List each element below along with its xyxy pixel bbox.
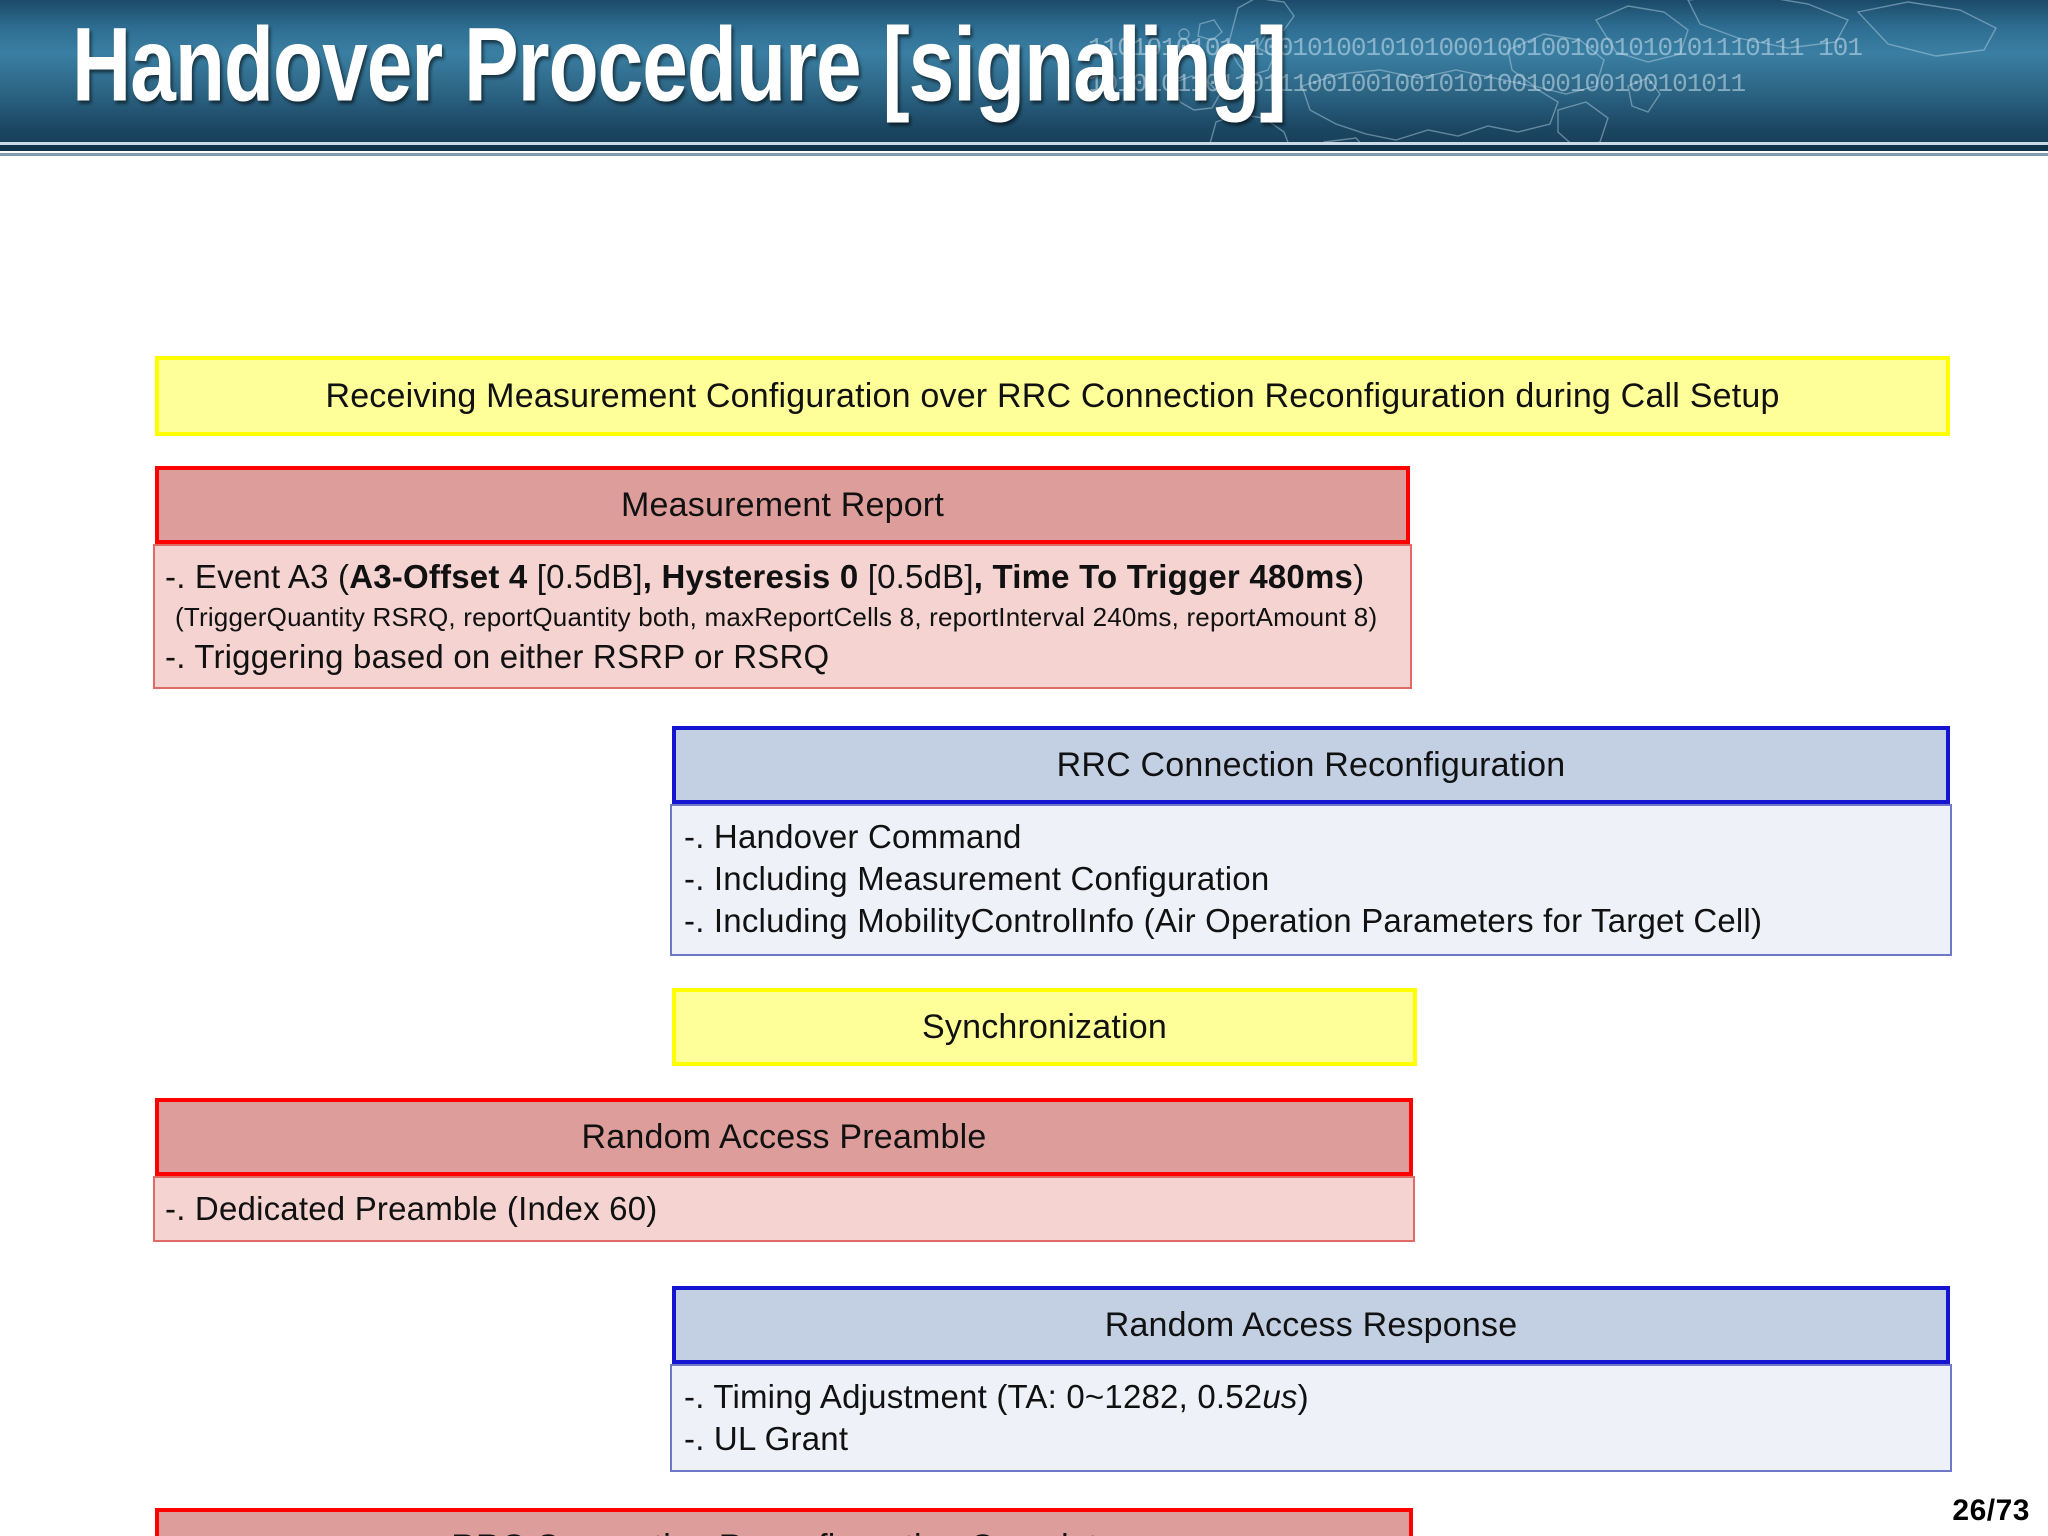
rrc-connection-reconfiguration-complete-header: RRC Connection Reconfiguration Complete <box>155 1508 1413 1536</box>
header-divider-rules <box>0 142 2048 156</box>
rrc-reconfiguration-line: -. Including Measurement Configuration <box>684 860 1270 897</box>
measurement-configuration-note: Receiving Measurement Configuration over… <box>155 356 1950 436</box>
slide-body: Receiving Measurement Configuration over… <box>0 156 2048 1536</box>
random-access-response-body: -. Timing Adjustment (TA: 0~1282, 0.52us… <box>670 1364 1952 1472</box>
slide-header-banner: 1101010101 10010100101010001001001001010… <box>0 0 2048 156</box>
rrc-reconfiguration-line: -. Including MobilityControlInfo (Air Op… <box>684 902 1763 939</box>
random-access-response-line: -. UL Grant <box>684 1420 849 1457</box>
random-access-response-header-label: Random Access Response <box>1104 1305 1518 1344</box>
synchronization-note: Synchronization <box>672 988 1417 1066</box>
rrc-connection-reconfiguration-complete-label: RRC Connection Reconfiguration Complete <box>451 1528 1116 1536</box>
synchronization-note-label: Synchronization <box>922 1007 1167 1046</box>
page-title: Handover Procedure [signaling] <box>72 7 1287 124</box>
random-access-preamble-line: -. Dedicated Preamble (Index 60) <box>165 1190 658 1227</box>
measurement-report-line: -. Event A3 (A3-Offset 4 [0.5dB], Hyster… <box>165 558 1365 595</box>
random-access-response-line: -. Timing Adjustment (TA: 0~1282, 0.52us… <box>684 1378 1309 1415</box>
rrc-connection-reconfiguration-body: -. Handover Command -. Including Measure… <box>670 804 1952 956</box>
measurement-report-line: (TriggerQuantity RSRQ, reportQuantity bo… <box>175 602 1378 632</box>
random-access-preamble-body: -. Dedicated Preamble (Index 60) <box>153 1176 1415 1242</box>
rrc-connection-reconfiguration-header: RRC Connection Reconfiguration <box>672 726 1950 804</box>
rrc-connection-reconfiguration-header-label: RRC Connection Reconfiguration <box>1056 745 1566 784</box>
random-access-response-header: Random Access Response <box>672 1286 1950 1364</box>
page-number: 26/73 <box>1952 1494 2030 1527</box>
measurement-report-line: -. Triggering based on either RSRP or RS… <box>165 638 830 675</box>
random-access-preamble-header: Random Access Preamble <box>155 1098 1413 1176</box>
measurement-report-header: Measurement Report <box>155 466 1410 544</box>
random-access-preamble-header-label: Random Access Preamble <box>581 1117 987 1156</box>
measurement-configuration-note-label: Receiving Measurement Configuration over… <box>325 376 1780 415</box>
rrc-reconfiguration-line: -. Handover Command <box>684 818 1022 855</box>
measurement-report-body: -. Event A3 (A3-Offset 4 [0.5dB], Hyster… <box>153 544 1412 689</box>
measurement-report-header-label: Measurement Report <box>621 485 944 524</box>
